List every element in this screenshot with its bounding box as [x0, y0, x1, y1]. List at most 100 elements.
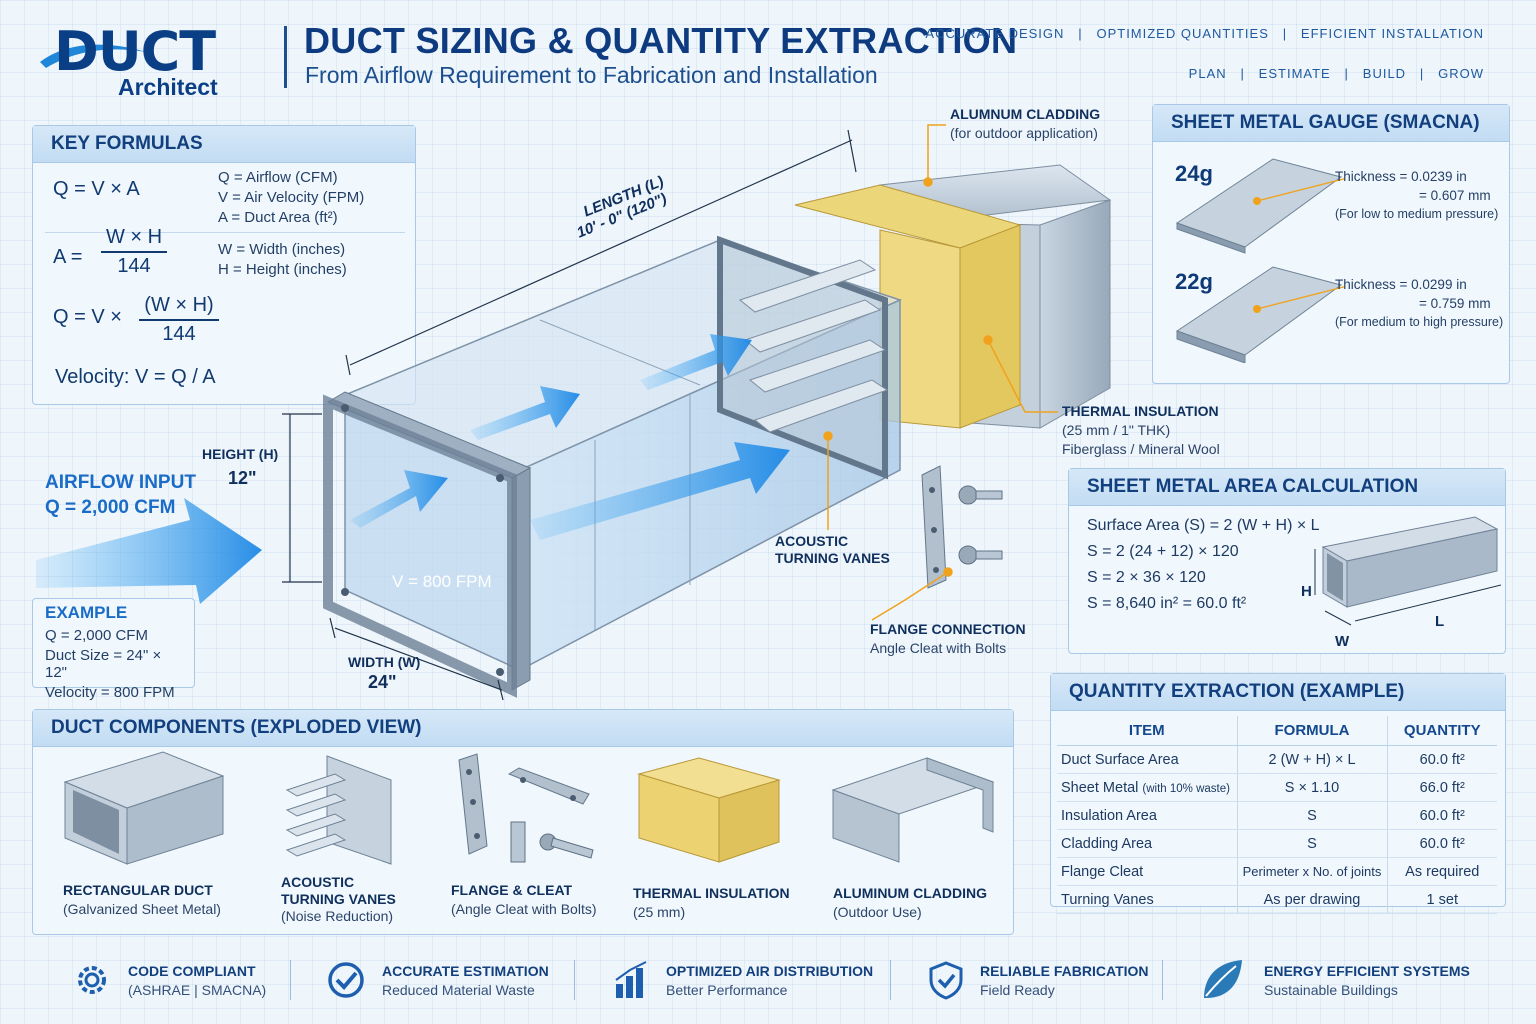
airflow-input-title: AIRFLOW INPUT: [45, 472, 196, 493]
feature-1-title: CODE COMPLIANT: [128, 962, 256, 979]
feature-5-title: ENERGY EFFICIENT SYSTEMS: [1264, 962, 1470, 979]
insulation-callout-title: THERMAL INSULATION: [1062, 403, 1219, 419]
component-5-sub: (Outdoor Use): [833, 904, 922, 920]
area-label-h: H: [1301, 583, 1312, 600]
height-dimension: [282, 413, 322, 583]
row-formula: Perimeter x No. of joints: [1236, 857, 1387, 886]
row-item-note: (with 10% waste): [1142, 782, 1230, 795]
front-flange: [323, 391, 532, 698]
feature-reliable-fabrication: RELIABLE FABRICATION Field Ready: [926, 952, 1149, 1008]
def-h: H = Height (inches): [218, 261, 347, 278]
footer-divider-1: [290, 960, 291, 1000]
formula-q-va: Q = V × A: [53, 178, 140, 200]
row-item-label: Sheet Metal: [1061, 779, 1139, 796]
row-item-label: Duct Surface Area: [1061, 751, 1179, 768]
col-item: ITEM: [1057, 716, 1237, 746]
area-calc-line-1: Surface Area (S) = 2 (W + H) × L: [1087, 517, 1320, 534]
flange-callout: FLANGE CONNECTION Angle Cleat with Bolts: [870, 621, 1026, 656]
airflow-input-value: Q = 2,000 CFM: [45, 497, 176, 518]
formula-defs-1: Q = Airflow (CFM) V = Air Velocity (FPM)…: [218, 168, 364, 228]
gauge-24g-label: 24g: [1175, 161, 1213, 186]
leader-lines: [823, 124, 1058, 621]
length-dimension: [345, 129, 857, 376]
airflow-input-label: AIRFLOW INPUT Q = 2,000 CFM: [45, 472, 196, 519]
quantity-heading: QUANTITY EXTRACTION (EXAMPLE): [1051, 674, 1505, 711]
feature-4-title: RELIABLE FABRICATION: [980, 962, 1149, 979]
component-5-title: ALUMINUM CLADDING: [833, 885, 987, 901]
feature-1-sub: (ASHRAE | SMACNA): [128, 981, 267, 998]
row-quantity: 60.0 ft²: [1386, 829, 1497, 858]
component-1-sub: (Galvanized Sheet Metal): [63, 901, 221, 917]
flange-callout-sub: Angle Cleat with Bolts: [870, 640, 1007, 656]
formula-q-numerator: (W × H): [139, 294, 219, 321]
leaf-icon: [1204, 960, 1242, 998]
gauge-panel: SHEET METAL GAUGE (SMACNA) 24g Thickness…: [1152, 104, 1510, 384]
gauge-24g-usage: (For low to medium pressure): [1335, 207, 1499, 221]
row-item-label: Insulation Area: [1061, 807, 1157, 824]
gauge-22g-plate-icon: [1175, 266, 1345, 363]
component-4-title: THERMAL INSULATION: [633, 885, 790, 901]
example-line-2: Duct Size = 24" × 12": [45, 647, 162, 681]
row-formula: As per drawing: [1236, 885, 1387, 914]
component-4-sub: (25 mm): [633, 904, 686, 920]
gauge-24g-details: Thickness = 0.0239 in = 0.607 mm (For lo…: [1335, 167, 1498, 224]
cladding-callout: ALUMNUM CLADDING (for outdoor applicatio…: [950, 106, 1100, 141]
feature-4-sub: Field Ready: [980, 981, 1055, 998]
footer-divider-3: [890, 960, 891, 1000]
example-line-1: Q = 2,000 CFM: [45, 627, 148, 644]
components-panel: DUCT COMPONENTS (EXPLODED VIEW) RECT: [32, 709, 1014, 935]
area-label-l: L: [1435, 613, 1445, 630]
feature-3-title: OPTIMIZED AIR DISTRIBUTION: [666, 962, 874, 979]
aluminum-cladding-icon: [831, 757, 995, 863]
component-flange-cleat: FLANGE & CLEAT (Angle Cleat with Bolts): [451, 882, 597, 917]
gauge-22g-label: 22g: [1175, 269, 1213, 294]
area-calc-heading: SHEET METAL AREA CALCULATION: [1069, 469, 1505, 506]
row-item-label: Cladding Area: [1061, 835, 1153, 852]
footer-divider-4: [1162, 960, 1163, 1000]
components-heading: DUCT COMPONENTS (EXPLODED VIEW): [33, 710, 1013, 747]
area-calc-line-4: S = 8,640 in² = 60.0 ft²: [1087, 595, 1247, 612]
row-quantity: As required: [1386, 857, 1497, 886]
flange-cleat-parts: [921, 465, 1003, 589]
formula-q-fraction: (W × H) 144: [139, 294, 219, 346]
formula-q-lhs: Q = V ×: [53, 306, 122, 328]
row-formula: S × 1.10: [1236, 773, 1387, 802]
key-formulas-panel: KEY FORMULAS Q = V × A Q = Airflow (CFM)…: [32, 125, 416, 405]
quantity-table-header: ITEM FORMULA QUANTITY: [1057, 716, 1497, 746]
component-2-title2: TURNING VANES: [281, 891, 396, 907]
width-value: 24": [368, 672, 397, 692]
cladding-callout-sub: (for outdoor application): [950, 125, 1098, 141]
component-rectangular-duct: RECTANGULAR DUCT (Galvanized Sheet Metal…: [63, 882, 221, 917]
formula-q-denominator: 144: [162, 323, 196, 345]
def-a: A = Duct Area (ft²): [218, 209, 338, 226]
def-q: Q = Airflow (CFM): [218, 169, 338, 186]
row-item: Insulation Area: [1057, 801, 1237, 830]
row-quantity: 60.0 ft²: [1386, 801, 1497, 830]
header-tags-primary: ACCURATE DESIGN | OPTIMIZED QUANTITIES |…: [925, 26, 1484, 41]
row-item: Cladding Area: [1057, 829, 1237, 858]
header-tags-secondary: PLAN | ESTIMATE | BUILD | GROW: [1188, 66, 1484, 81]
insulation-callout-sub2: Fiberglass / Mineral Wool: [1062, 441, 1220, 457]
gauge-24g-thickness-mm: = 0.607 mm: [1419, 188, 1491, 203]
feature-5-sub: Sustainable Buildings: [1264, 981, 1398, 998]
component-1-title: RECTANGULAR DUCT: [63, 882, 213, 898]
cladding-callout-title: ALUMNUM CLADDING: [950, 106, 1101, 122]
def-w: W = Width (inches): [218, 241, 346, 258]
vanes-callout-title1: ACOUSTIC: [775, 533, 849, 549]
row-item: Duct Surface Area: [1057, 745, 1237, 774]
area-calc-line-2: S = 2 (24 + 12) × 120: [1087, 543, 1239, 560]
insulation-callout: THERMAL INSULATION (25 mm / 1" THK) Fibe…: [1062, 403, 1220, 457]
formula-a-numerator: W × H: [101, 226, 167, 253]
area-duct-icon: [1314, 516, 1502, 626]
row-quantity: 60.0 ft²: [1386, 745, 1497, 774]
insulation-section: [794, 184, 1022, 429]
airflow-input-arrow: [36, 498, 262, 604]
example-line-3: Velocity = 800 FPM: [45, 684, 175, 701]
